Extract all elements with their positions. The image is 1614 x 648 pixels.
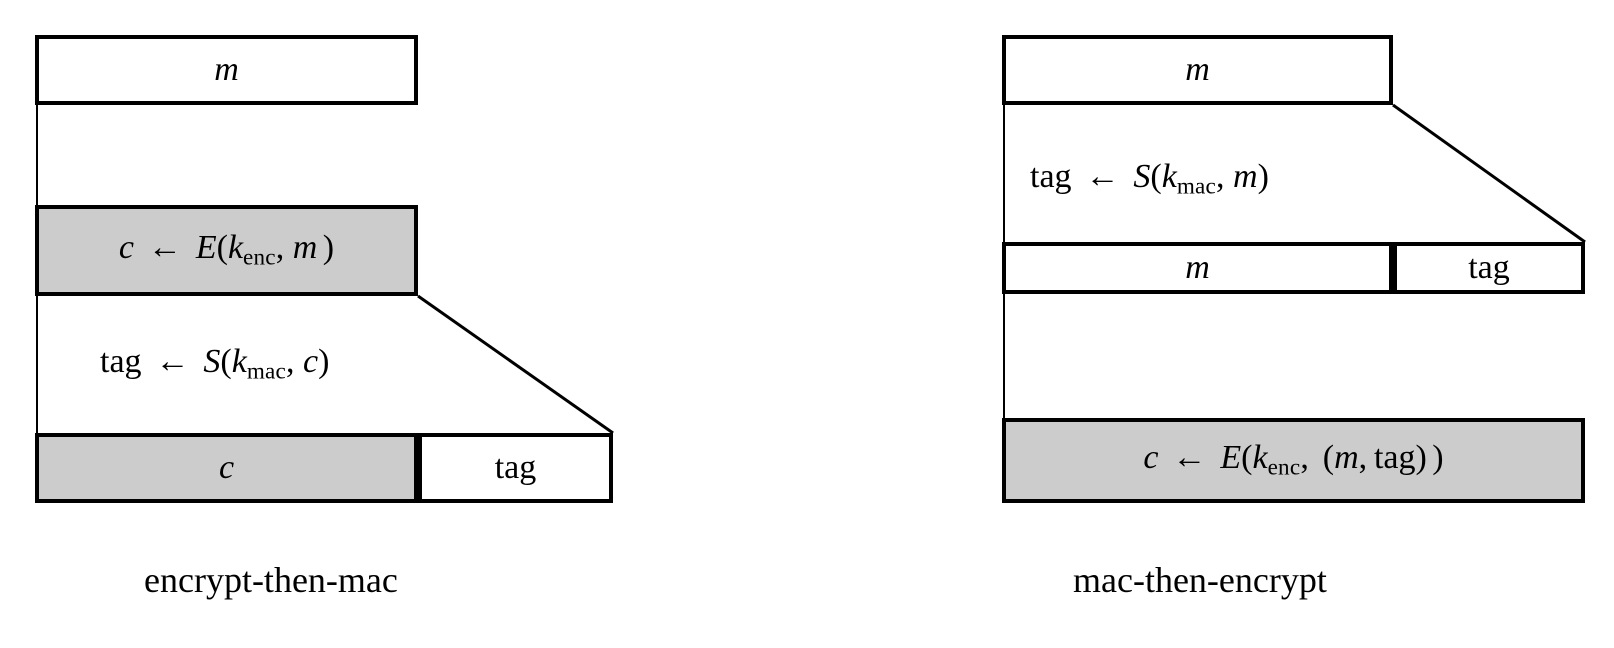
etm-encrypt-step-box: c ← E(kenc, m) (35, 205, 418, 296)
mte-intermediate-cell-tag: tag (1393, 242, 1585, 294)
etm-result-cell-tag: tag (418, 433, 613, 503)
etm-result-tag-label: tag (494, 449, 537, 486)
mte-encrypt-function: E (1220, 439, 1242, 477)
right-connector-rail-lower (1003, 292, 1005, 422)
mte-caption: mac-then-encrypt (1073, 560, 1327, 600)
mte-mac-key: k (1161, 158, 1177, 195)
etm-encrypt-formula: c ← E(kenc, m) (118, 229, 335, 271)
mte-encrypt-formula: c ← E(kenc, (m, tag)) (1143, 439, 1444, 481)
etm-message-block: m (35, 35, 418, 105)
etm-caption: encrypt-then-mac (144, 560, 398, 600)
etm-mac-key-subscript: mac (246, 358, 287, 385)
etm-mac-arrow: ← (155, 343, 190, 380)
etm-encrypt-arrow: ← (147, 229, 182, 267)
mte-encrypt-arrow: ← (1172, 439, 1207, 477)
mte-mac-formula: tag ← S(kmac, m) (1030, 158, 1269, 200)
mte-mac-output: tag (1030, 158, 1072, 195)
etm-mac-output: tag (100, 343, 142, 380)
etm-encrypt-key-subscript: enc (243, 244, 276, 271)
etm-mac-formula: tag ← S(kmac, c) (100, 343, 330, 385)
etm-result-c-label: c (218, 449, 235, 486)
etm-message-label: m (214, 51, 239, 88)
right-connector-rail-upper (1003, 105, 1005, 245)
etm-encrypt-key: k (227, 229, 244, 267)
mte-mac-input: m (1233, 158, 1258, 195)
mte-message-block: m (1002, 35, 1393, 105)
mte-encrypt-key: k (1252, 439, 1268, 477)
etm-mac-key: k (231, 343, 247, 380)
mte-encrypt-key-subscript: enc (1267, 454, 1301, 481)
etm-mac-function: S (203, 343, 221, 380)
mte-encrypt-output: c (1143, 439, 1159, 477)
etm-encrypt-input: m (292, 229, 318, 267)
mte-encrypt-step-box: c ← E(kenc, (m, tag)) (1002, 418, 1585, 503)
mte-diagonal-connector (1392, 103, 1586, 244)
mte-intermediate-cell-m: m (1002, 242, 1393, 294)
mte-mac-function: S (1133, 158, 1151, 195)
etm-encrypt-function: E (195, 229, 217, 267)
etm-diagonal-connector (417, 294, 614, 435)
etm-mac-input: c (303, 343, 319, 380)
etm-result-cell-c: c (35, 433, 418, 503)
etm-encrypt-output: c (118, 229, 134, 267)
mte-message-label: m (1185, 51, 1210, 88)
mte-mac-arrow: ← (1085, 158, 1120, 195)
mte-intermediate-tag-label: tag (1468, 249, 1510, 286)
mte-intermediate-m-label: m (1185, 249, 1210, 286)
mte-mac-key-subscript: mac (1176, 173, 1217, 200)
